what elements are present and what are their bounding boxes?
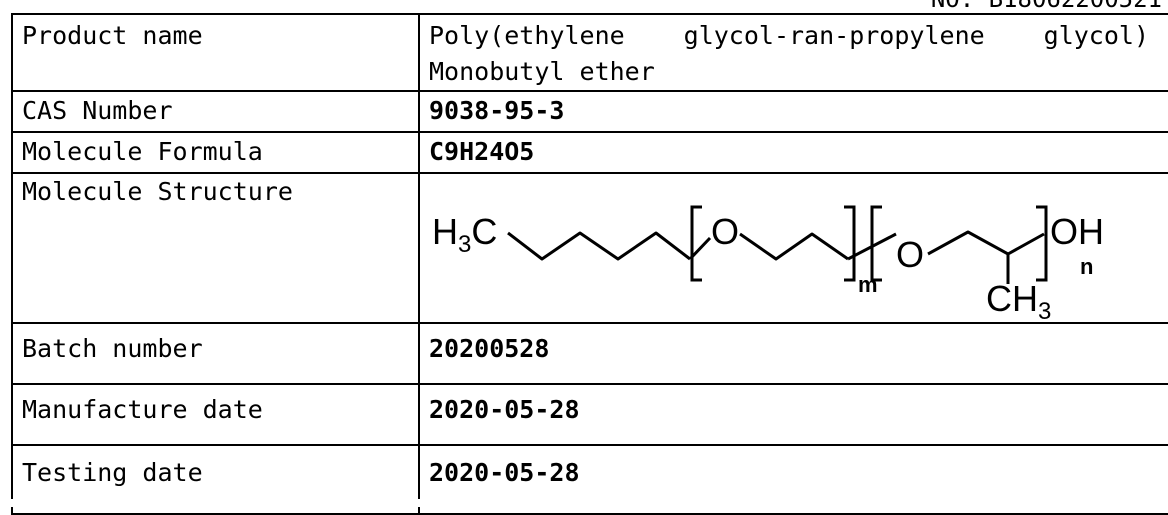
product-spec-table: Product name Poly(ethylene glycol-ran-pr… xyxy=(11,13,1168,515)
molecule-formula-label: Molecule Formula xyxy=(11,131,420,174)
table-row-molecule-structure: Molecule Structure H3C O m O xyxy=(11,172,1168,324)
product-name-word-3: glycol) xyxy=(1043,21,1149,50)
ethylene-chain-bonds xyxy=(739,232,849,261)
cas-number-value: 9038-95-3 xyxy=(418,90,1168,133)
h3c-group-label: H3C xyxy=(432,211,497,258)
table-row-product-name: Product name Poly(ethylene glycol-ran-pr… xyxy=(11,13,1168,92)
product-name-word-2: glycol-ran-propylene xyxy=(683,21,985,50)
repeat-index-n: n xyxy=(1080,254,1093,279)
oxygen-atom-2: O xyxy=(896,234,924,275)
product-name-value: Poly(ethylene glycol-ran-propylene glyco… xyxy=(418,13,1168,92)
product-name-label: Product name xyxy=(11,13,420,92)
propylene-chain-bonds xyxy=(927,230,1045,256)
methyl-group-label: CH3 xyxy=(986,278,1051,320)
batch-number-label: Batch number xyxy=(11,322,420,385)
table-row-manufacture-date: Manufacture date 2020-05-28 xyxy=(11,383,1168,446)
repeat-bracket-m-open xyxy=(690,205,702,282)
manufacture-date-label: Manufacture date xyxy=(11,383,420,446)
product-name-line-2: Monobutyl ether xyxy=(429,57,655,86)
product-name-word-1: Poly(ethylene xyxy=(429,21,625,50)
cas-number-label: CAS Number xyxy=(11,90,420,133)
hydroxyl-group-label: OH xyxy=(1050,211,1104,252)
repeat-bracket-m-close xyxy=(844,205,856,282)
oxygen-atom-1: O xyxy=(711,211,739,252)
molecule-formula-value: C9H24O5 xyxy=(418,131,1168,174)
repeat-bracket-n-close xyxy=(1036,205,1048,282)
molecule-structure-diagram: H3C O m O xyxy=(432,205,1104,320)
molecule-structure-label: Molecule Structure xyxy=(11,172,420,324)
molecule-structure-cell: H3C O m O xyxy=(418,172,1168,324)
bond-to-o1 xyxy=(688,236,712,261)
batch-number-value: 20200528 xyxy=(418,322,1168,385)
page-crop-mask xyxy=(11,499,1168,507)
product-name-line-1: Poly(ethylene glycol-ran-propylene glyco… xyxy=(429,18,1149,54)
table-row-batch-number: Batch number 20200528 xyxy=(11,322,1168,385)
document-reference-number: NO: B18062200521 xyxy=(931,0,1162,11)
manufacture-date-value: 2020-05-28 xyxy=(418,383,1168,446)
table-row-cas-number: CAS Number 9038-95-3 xyxy=(11,90,1168,133)
table-row-molecule-formula: Molecule Formula C9H24O5 xyxy=(11,131,1168,174)
repeat-bracket-n-open xyxy=(870,205,882,282)
repeat-index-m: m xyxy=(858,272,878,297)
butyl-chain-bonds xyxy=(507,231,691,261)
